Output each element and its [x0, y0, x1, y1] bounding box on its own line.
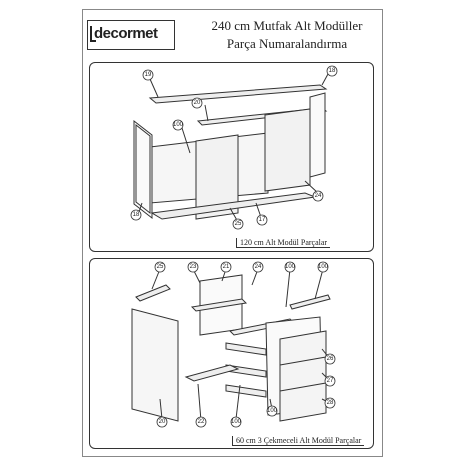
callout: 20: [194, 100, 201, 106]
left-side-panel: [131, 308, 179, 422]
middle-panel: [195, 134, 239, 220]
logo: decormet: [87, 20, 175, 50]
callout: 20: [159, 419, 166, 425]
exploded-diagram-120cm: 19 18 20 100 18 24 25 17: [130, 65, 338, 230]
page-subtitle: Parça Numaralandırma: [226, 36, 348, 51]
callout: 19: [145, 72, 152, 78]
rail-part: [190, 298, 248, 312]
panel-caption: 120 cm Alt Modül Parçalar: [236, 238, 331, 248]
page-title: 240 cm Mutfak Alt Modüller: [211, 18, 363, 33]
callout: 100: [173, 122, 184, 128]
logo-mark-icon: [90, 26, 96, 42]
drawer-rail: [225, 342, 267, 356]
callout: 22: [198, 419, 205, 425]
rail-part: [135, 284, 171, 302]
callout: 25: [235, 221, 242, 227]
drawer-front: [279, 382, 327, 422]
right-panel: [264, 108, 311, 192]
callout: 100: [285, 264, 296, 270]
callout: 23: [190, 264, 197, 270]
left-side-panel: [133, 119, 153, 220]
logo-text: decormet: [94, 25, 158, 42]
assembly-panel-120cm: 19 18 20 100 18 24 25 17 120 cm Alt Modü…: [89, 62, 374, 252]
rail-part: [148, 84, 328, 104]
assembly-panel-60cm: 25 23 21 24 100 100 26 27 28 20 22 100 1…: [89, 258, 374, 449]
rail-part: [289, 294, 331, 310]
callout: 28: [327, 400, 334, 406]
callout: 17: [259, 217, 266, 223]
callout: 100: [318, 264, 329, 270]
callout: 18: [329, 68, 336, 74]
callout: 21: [223, 264, 230, 270]
right-side-panel: [309, 92, 326, 178]
callout: 27: [327, 378, 334, 384]
callout: 24: [315, 193, 322, 199]
panel-caption: 60 cm 3 Çekmeceli Alt Modül Parçalar: [232, 436, 365, 446]
bottom-shelf: [184, 364, 240, 382]
callout: 18: [133, 212, 140, 218]
callout: 100: [267, 408, 278, 414]
callout: 26: [327, 356, 334, 362]
exploded-diagram-60cm: 25 23 21 24 100 100 26 27 28 20 22 100 1…: [131, 261, 336, 428]
callout: 100: [231, 419, 242, 425]
callout: 24: [255, 264, 262, 270]
drawer-rail: [225, 384, 267, 398]
page-border: [82, 9, 383, 457]
callout: 25: [157, 264, 164, 270]
header: decormet 240 cm Mutfak Alt Modüller Parç…: [87, 14, 379, 56]
